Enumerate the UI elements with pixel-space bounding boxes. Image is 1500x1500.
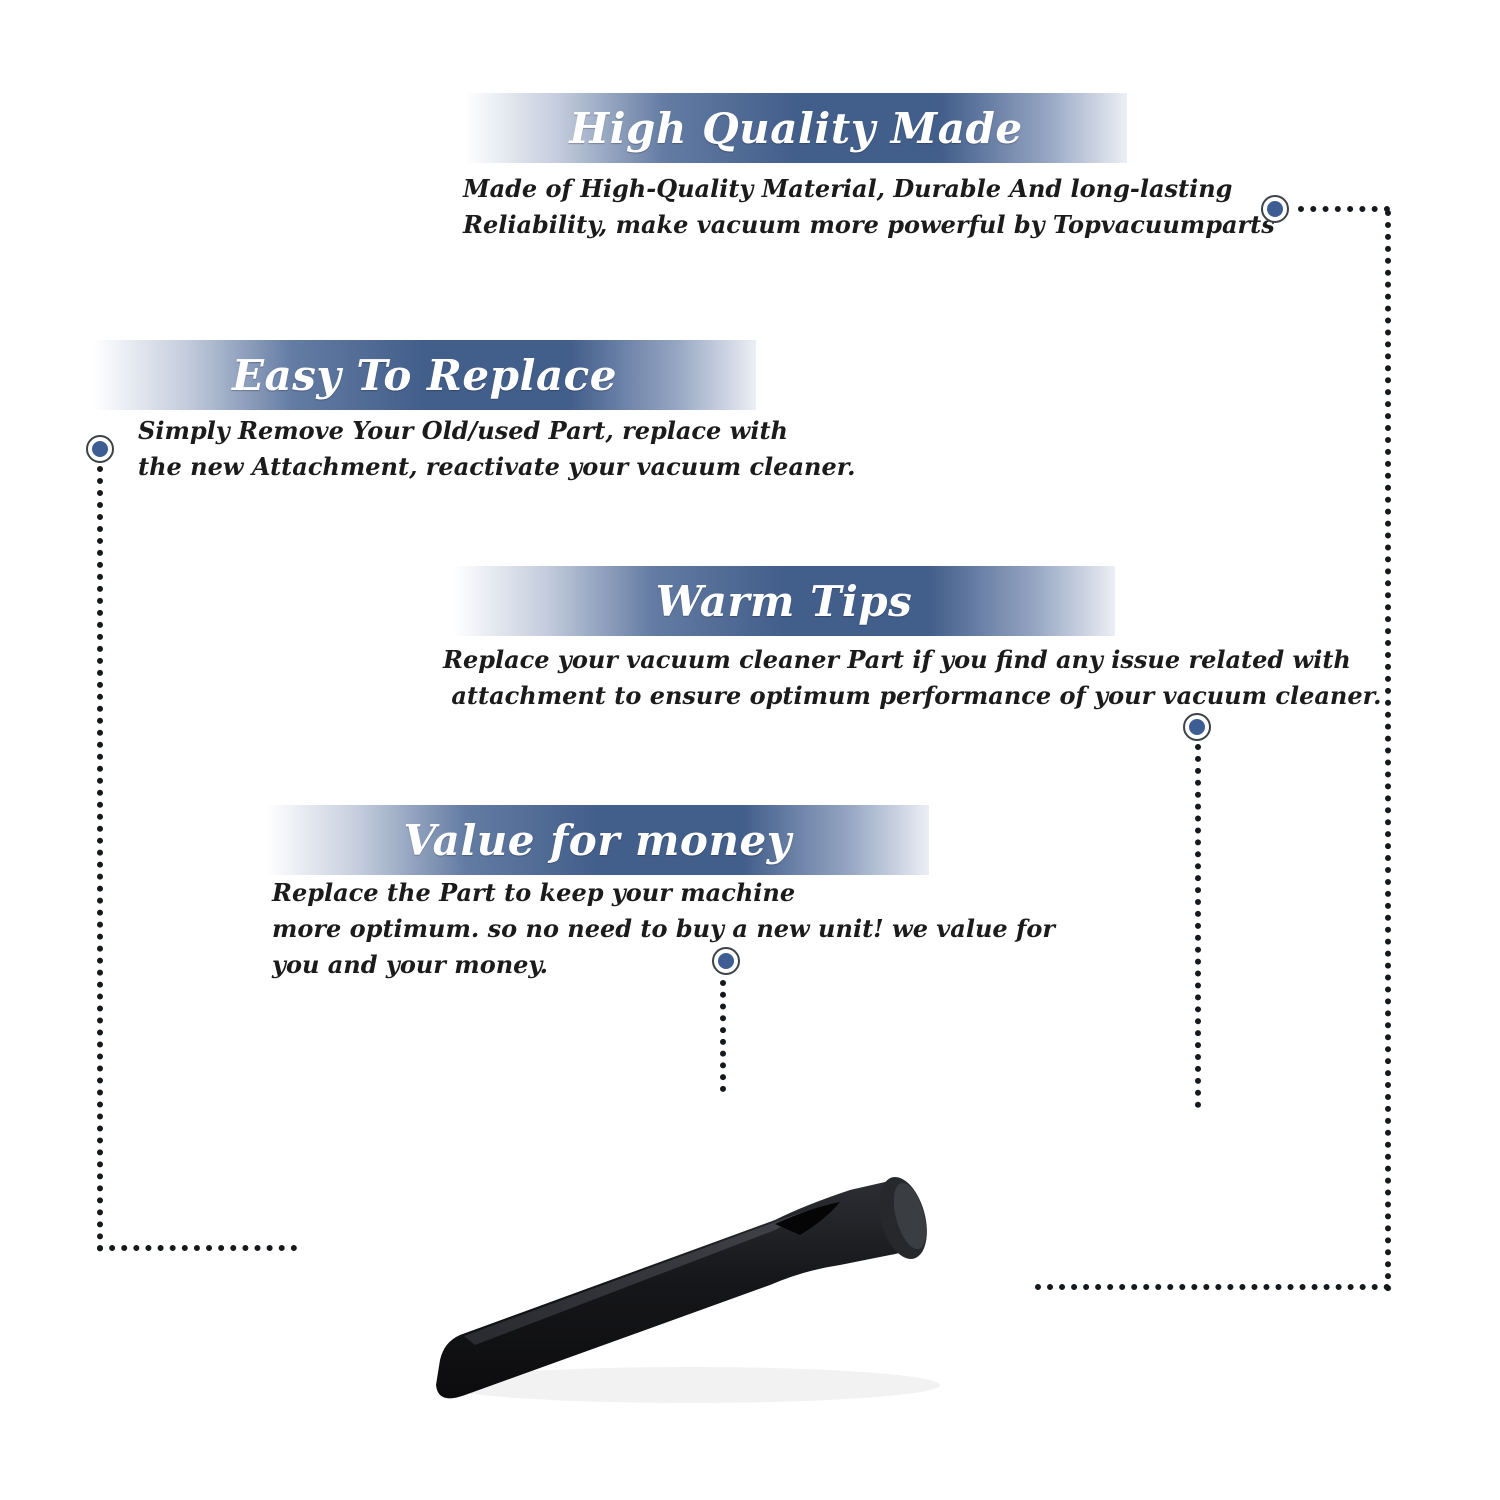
banner-title: Value for money bbox=[403, 815, 792, 865]
description-warm-tips: Replace your vacuum cleaner Part if you … bbox=[443, 642, 1381, 714]
banner-high-quality: High Quality Made bbox=[465, 93, 1127, 163]
crevice-tool-image bbox=[436, 1177, 940, 1403]
dotted-connector bbox=[1035, 1284, 1390, 1290]
banner-value-money: Value for money bbox=[266, 805, 929, 875]
description-line: Made of High-Quality Material, Durable A… bbox=[463, 174, 1233, 203]
marker-dot-icon bbox=[712, 947, 740, 975]
description-line: Replace your vacuum cleaner Part if you … bbox=[443, 645, 1351, 674]
description-line: attachment to ensure optimum performance… bbox=[443, 681, 1382, 710]
description-value-money: Replace the Part to keep your machine mo… bbox=[272, 875, 1055, 983]
description-line: you and your money. bbox=[272, 950, 548, 979]
banner-title: Warm Tips bbox=[655, 576, 913, 626]
marker-dot-icon bbox=[86, 435, 114, 463]
dotted-connector bbox=[1385, 210, 1391, 1292]
description-line: more optimum. so no need to buy a new un… bbox=[272, 914, 1055, 943]
description-high-quality: Made of High-Quality Material, Durable A… bbox=[463, 171, 1275, 243]
banner-title: High Quality Made bbox=[569, 103, 1023, 153]
description-line: Replace the Part to keep your machine bbox=[272, 878, 796, 907]
marker-dot-icon bbox=[1261, 195, 1289, 223]
dotted-connector bbox=[97, 466, 103, 1252]
dotted-connector bbox=[1298, 206, 1390, 212]
description-line: the new Attachment, reactivate your vacu… bbox=[138, 452, 856, 481]
description-easy-replace: Simply Remove Your Old/used Part, replac… bbox=[138, 413, 856, 485]
dotted-connector bbox=[97, 1245, 297, 1251]
banner-easy-replace: Easy To Replace bbox=[93, 340, 756, 410]
dotted-connector bbox=[720, 980, 726, 1092]
description-line: Reliability, make vacuum more powerful b… bbox=[463, 210, 1275, 239]
dotted-connector bbox=[1195, 744, 1201, 1108]
banner-warm-tips: Warm Tips bbox=[453, 566, 1115, 636]
banner-title: Easy To Replace bbox=[232, 350, 617, 400]
marker-dot-icon bbox=[1183, 713, 1211, 741]
description-line: Simply Remove Your Old/used Part, replac… bbox=[138, 416, 788, 445]
